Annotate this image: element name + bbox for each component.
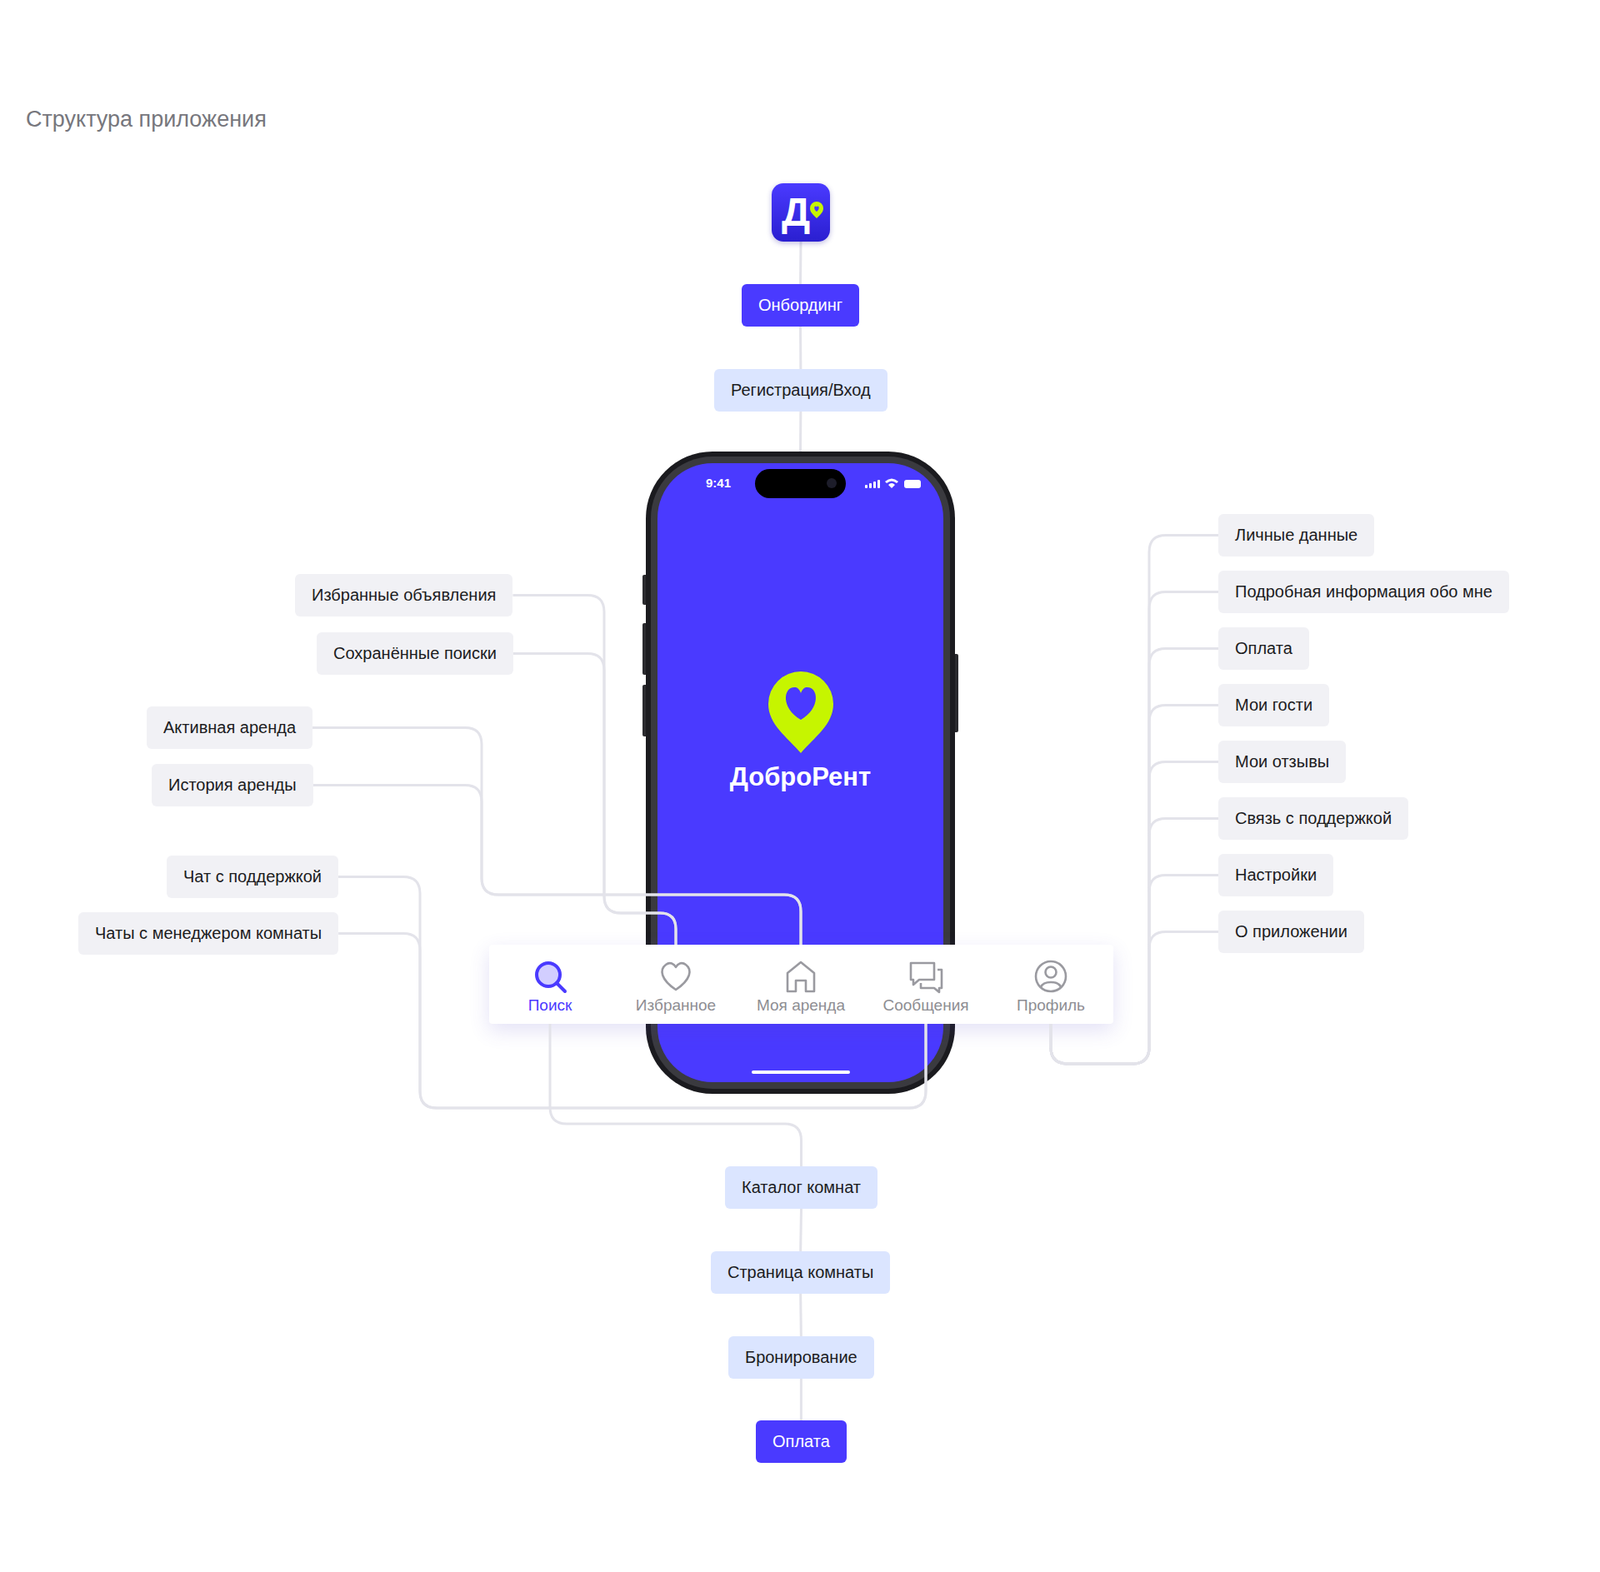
screen-box: Мои отзывы — [1218, 740, 1346, 784]
box-label: Страница комнаты — [727, 1263, 874, 1282]
tab-item: Сообщения — [863, 945, 989, 1025]
icon-letter: Д — [771, 188, 820, 237]
connector — [1050, 819, 1219, 1065]
connector — [312, 728, 801, 946]
dynamic-island — [755, 469, 846, 499]
box-label: Онбординг — [758, 295, 843, 315]
tab-item: Моя аренда — [738, 945, 864, 1025]
screen-box: Настройки — [1218, 854, 1334, 897]
home-indicator — [751, 1070, 850, 1075]
connector — [1050, 762, 1219, 1065]
connector — [513, 654, 676, 946]
connector — [338, 934, 926, 1110]
screen-box: Избранные объявления — [295, 574, 513, 617]
box-label: Сохранённые поиски — [333, 644, 497, 663]
tab-label: Профиль — [988, 996, 1114, 1015]
tab-icon — [782, 958, 820, 995]
connector — [1050, 875, 1219, 1065]
connector — [799, 411, 802, 452]
screen-box: Бронирование — [728, 1336, 875, 1380]
screen-box: Онбординг — [741, 284, 860, 327]
app-icon: Д — [771, 183, 830, 242]
box-label: Избранные объявления — [311, 585, 496, 605]
tab-item: Поиск — [487, 945, 613, 1025]
box-label: Чаты с менеджером комнаты — [95, 924, 322, 943]
box-label: Оплата — [772, 1432, 830, 1451]
tab-label: Моя аренда — [738, 996, 864, 1015]
tab-item: Профиль — [988, 945, 1114, 1025]
box-label: Настройки — [1235, 865, 1317, 885]
box-label: Чат с поддержкой — [183, 867, 322, 886]
connector — [799, 326, 802, 370]
box-label: Активная аренда — [163, 718, 296, 737]
tab-icon — [657, 958, 695, 995]
screen-box: Личные данные — [1218, 514, 1375, 557]
status-icons — [865, 479, 921, 490]
connector — [338, 877, 926, 1110]
screen-box: Чаты с менеджером комнаты — [78, 912, 339, 955]
box-label: Бронирование — [745, 1348, 858, 1367]
camera — [826, 478, 837, 489]
status-time: 9:41 — [705, 475, 731, 490]
connector — [800, 1379, 803, 1421]
screen-box: Страница комнаты — [710, 1251, 890, 1295]
tab-label: Избранное — [613, 996, 739, 1015]
screen-box: Подробная информация обо мне — [1218, 570, 1510, 614]
box-label: Регистрация/Вход — [730, 380, 871, 400]
box-label: Каталог комнат — [741, 1178, 861, 1197]
connector — [550, 1024, 802, 1167]
screen-box: Чат с поддержкой — [166, 855, 339, 899]
screen-box: Регистрация/Вход — [714, 369, 888, 412]
tab-label: Сообщения — [863, 996, 989, 1015]
connector — [1050, 535, 1219, 1065]
tab-icon — [907, 958, 945, 995]
screen-box: Оплата — [755, 1420, 847, 1464]
brand-name: ДоброРент — [645, 762, 955, 793]
box-label: Связь с поддержкой — [1235, 809, 1392, 828]
box-label: Подробная информация обо мне — [1235, 582, 1493, 601]
box-label: Мои гости — [1235, 695, 1313, 715]
box-label: Оплата — [1235, 639, 1293, 658]
logo-heart — [785, 687, 816, 720]
tab-item: Избранное — [613, 945, 739, 1025]
logo-pin — [768, 671, 834, 754]
screen-box: Мои гости — [1218, 684, 1330, 727]
connector — [799, 1209, 803, 1252]
diagram-title: Структура приложения — [25, 106, 267, 133]
screen-box: Оплата — [1218, 627, 1310, 670]
connector — [799, 1294, 803, 1337]
box-label: История аренды — [168, 775, 297, 795]
screen-box: Связь с поддержкой — [1218, 797, 1409, 840]
connector — [799, 241, 802, 285]
screen-box: Активная аренда — [146, 706, 313, 750]
screen-box: О приложении — [1218, 910, 1365, 954]
box-label: О приложении — [1235, 922, 1348, 941]
screen-box: Каталог комнат — [725, 1166, 878, 1210]
tab-icon — [531, 958, 569, 995]
screen-box: Сохранённые поиски — [316, 632, 514, 675]
connector — [313, 785, 801, 946]
screen-box: История аренды — [151, 764, 314, 807]
tab-label: Поиск — [487, 996, 613, 1015]
box-label: Личные данные — [1235, 525, 1358, 545]
connector — [512, 595, 676, 946]
connector — [1050, 592, 1219, 1065]
box-label: Мои отзывы — [1235, 752, 1330, 771]
tab-icon — [1032, 958, 1070, 995]
